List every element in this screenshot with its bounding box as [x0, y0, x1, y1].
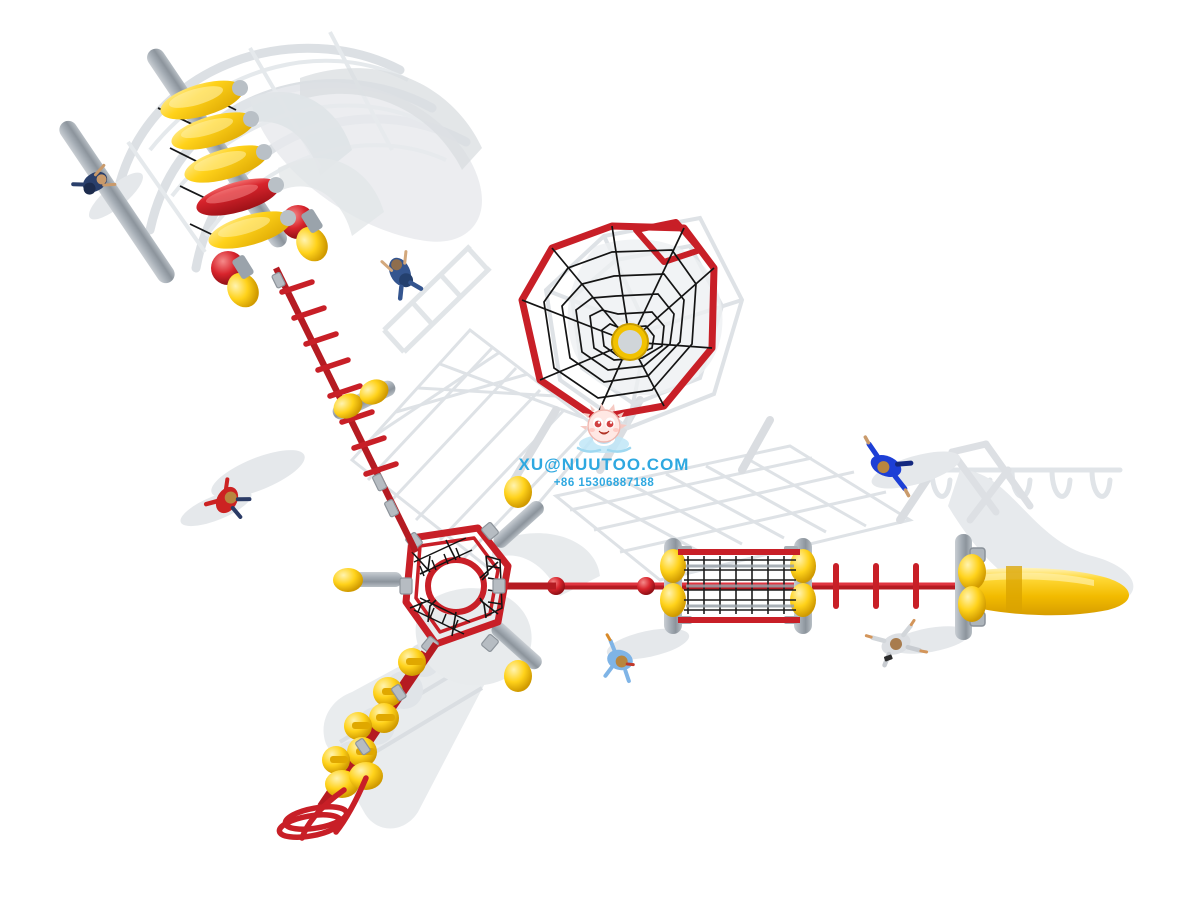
monkey-bar-ladder — [271, 266, 419, 554]
pod — [184, 144, 272, 183]
child-left-red — [203, 477, 252, 519]
hub-arm-steel — [333, 476, 544, 692]
child-right-blue — [863, 435, 914, 498]
cargo-net-panel — [660, 538, 816, 634]
rung-bar-node-2 — [637, 577, 655, 595]
watermark: XU@NUUTOO.COM +86 15306887188 — [519, 403, 690, 489]
yellow-slide — [955, 534, 1130, 640]
stepping-pod — [398, 648, 426, 676]
ghost-net-panel-right — [552, 444, 914, 582]
watermark-site: XU@NUUTOO.COM — [519, 455, 690, 474]
child-upper-left — [71, 163, 117, 195]
stepping-pod — [344, 712, 372, 740]
balance-pod-bridge — [59, 48, 328, 308]
slide-cap-top — [958, 554, 986, 590]
child-right-white — [864, 618, 929, 668]
hub-ladder-detail — [413, 537, 473, 577]
nuutoo-mascot-icon — [576, 403, 632, 453]
stepping-pod — [322, 746, 350, 774]
hub-ladder-detail-2 — [413, 597, 471, 635]
stepping-pod — [369, 703, 399, 733]
red-spiral-end — [276, 775, 369, 841]
ghost-podbridge-shadow-2 — [278, 157, 384, 236]
ghost-podbridge-shadow — [236, 91, 352, 176]
stepping-pods-path — [317, 642, 439, 808]
pod — [171, 111, 259, 150]
pod-red — [196, 177, 284, 216]
ladder-mid-pod — [332, 379, 396, 420]
ghost-slide-frame — [948, 440, 1034, 524]
child-center-blue — [603, 633, 635, 684]
ghost-ladder-shadow — [382, 244, 492, 354]
spider-web-net — [518, 219, 718, 422]
hub-hex-frame — [402, 524, 512, 648]
child-upper-mid — [380, 250, 424, 301]
pod — [208, 210, 296, 249]
ghost-shadow-band-upper — [300, 68, 482, 170]
slide-cap-bottom — [958, 586, 986, 622]
watermark-phone: +86 15306887188 — [554, 477, 655, 489]
pod — [160, 80, 248, 120]
